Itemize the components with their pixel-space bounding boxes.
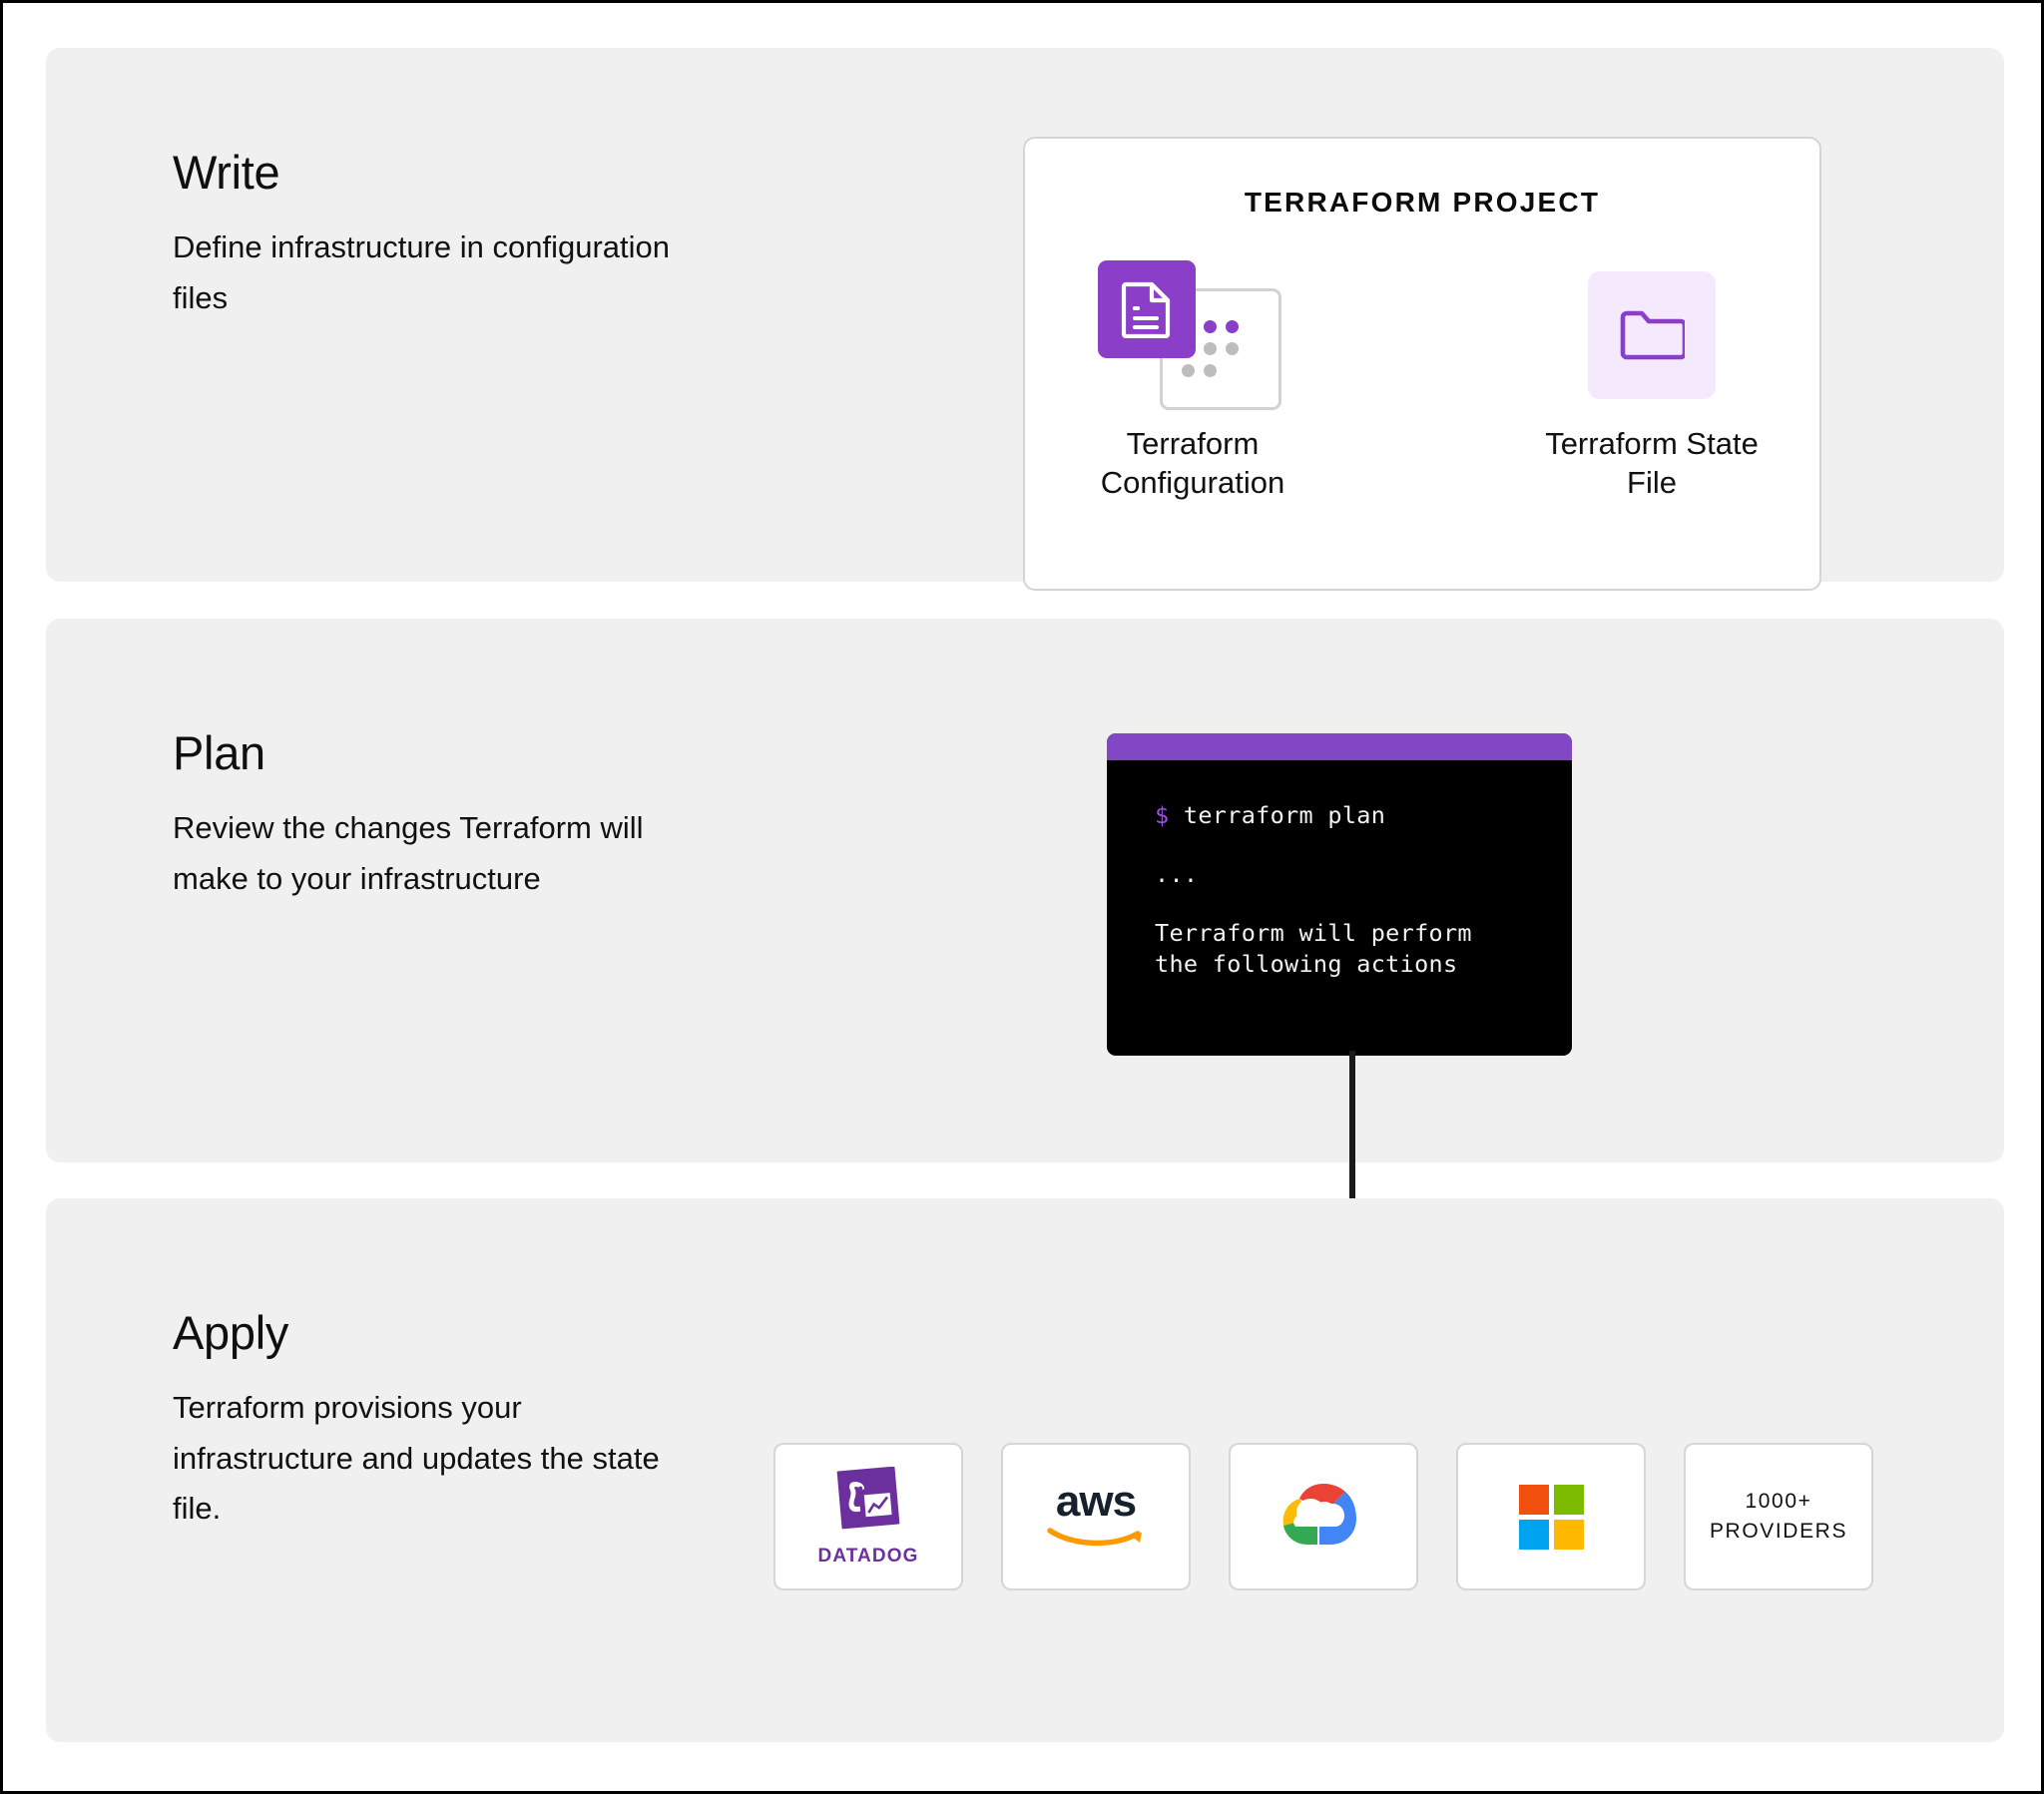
terminal-command-line: $ terraform plan bbox=[1155, 800, 1572, 831]
provider-card-row: DATADOG aws bbox=[773, 1443, 1873, 1590]
datadog-wordmark: DATADOG bbox=[817, 1545, 919, 1567]
terminal-output-line-1: Terraform will perform bbox=[1155, 919, 1472, 948]
more-providers-word: PROVIDERS bbox=[1709, 1520, 1848, 1543]
step-title-plan: Plan bbox=[173, 726, 265, 779]
step-title-write: Write bbox=[173, 146, 280, 199]
terminal-command-text: terraform plan bbox=[1183, 801, 1386, 829]
asset-terraform-state-file: Terraform State File bbox=[1527, 260, 1777, 502]
document-sheet-icon bbox=[1098, 260, 1196, 358]
step-description-plan: Review the changes Terraform will make t… bbox=[173, 810, 644, 896]
terraform-project-card: TERRAFORM PROJECT bbox=[1023, 137, 1821, 591]
project-card-title: TERRAFORM PROJECT bbox=[1244, 187, 1601, 218]
asset-terraform-configuration: Terraform Configuration bbox=[1068, 260, 1317, 502]
more-providers-count: 1000+ bbox=[1745, 1490, 1812, 1514]
asset-label-state-file: Terraform State File bbox=[1545, 426, 1759, 501]
step-title-apply: Apply bbox=[173, 1306, 289, 1359]
step-text-apply: Apply Terraform provisions your infrastr… bbox=[173, 1308, 692, 1534]
provider-card-datadog[interactable]: DATADOG bbox=[773, 1443, 963, 1590]
project-asset-row: Terraform Configuration Terraform State … bbox=[1025, 260, 1819, 502]
provider-card-google-cloud[interactable] bbox=[1229, 1443, 1418, 1590]
microsoft-logo bbox=[1518, 1484, 1584, 1550]
dot-matrix bbox=[1178, 316, 1244, 382]
terminal-output-line-2: the following actions bbox=[1155, 950, 1458, 979]
step-text-write: Write Define infrastructure in configura… bbox=[173, 148, 692, 323]
step-description-apply: Terraform provisions your infrastructure… bbox=[173, 1390, 660, 1526]
more-providers-label: 1000+ PROVIDERS bbox=[1710, 1487, 1847, 1547]
step-text-plan: Plan Review the changes Terraform will m… bbox=[173, 728, 692, 904]
provider-card-aws[interactable]: aws bbox=[1001, 1443, 1191, 1590]
provider-card-more-providers[interactable]: 1000+ PROVIDERS bbox=[1684, 1443, 1873, 1590]
folder-icon bbox=[1588, 271, 1716, 399]
terminal-ellipsis: ... bbox=[1155, 860, 1199, 889]
terminal-body: $ terraform plan ... Terraform will perf… bbox=[1107, 760, 1572, 980]
section-panel-write: Write Define infrastructure in configura… bbox=[46, 48, 2004, 591]
state-file-icon-wrap bbox=[1527, 260, 1777, 410]
terminal-titlebar bbox=[1107, 733, 1572, 760]
step-description-write: Define infrastructure in configuration f… bbox=[173, 229, 670, 315]
document-icon bbox=[1098, 260, 1287, 410]
section-panel-plan: Plan Review the changes Terraform will m… bbox=[46, 619, 2004, 1162]
datadog-logo: DATADOG bbox=[817, 1466, 919, 1568]
google-cloud-logo bbox=[1282, 1484, 1356, 1545]
provider-card-microsoft[interactable] bbox=[1456, 1443, 1646, 1590]
terminal-command bbox=[1169, 801, 1183, 829]
terminal-window: $ terraform plan ... Terraform will perf… bbox=[1107, 733, 1572, 1056]
aws-smile-icon bbox=[1047, 1528, 1142, 1547]
aws-wordmark: aws bbox=[1055, 1476, 1137, 1526]
terminal-prompt-symbol: $ bbox=[1155, 801, 1170, 829]
asset-label-configuration: Terraform Configuration bbox=[1100, 426, 1285, 501]
configuration-icon-wrap bbox=[1068, 260, 1317, 410]
aws-logo: aws bbox=[1046, 1476, 1146, 1554]
